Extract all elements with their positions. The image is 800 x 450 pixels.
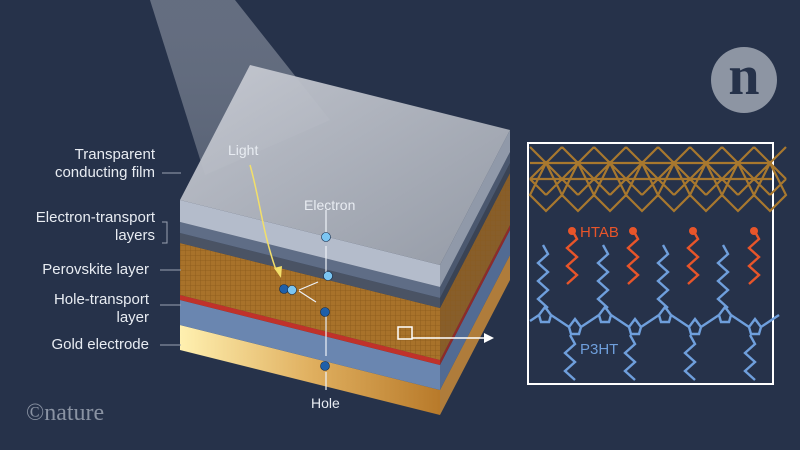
perovskite-grid-side bbox=[440, 173, 510, 360]
electron-transport-layer-2-front bbox=[180, 233, 440, 308]
p3ht-backbone bbox=[529, 305, 780, 336]
htab-head bbox=[750, 227, 758, 235]
p3ht-side-chain bbox=[656, 244, 670, 309]
interface-inset bbox=[527, 142, 788, 385]
label-line: layers bbox=[114, 227, 155, 244]
hole-particle bbox=[279, 284, 289, 294]
interface-layer-side bbox=[440, 225, 510, 365]
htab-head bbox=[568, 227, 576, 235]
light-arrowhead bbox=[274, 266, 282, 278]
transparent-film-top bbox=[180, 65, 510, 265]
electron-transport-layer-1-front bbox=[180, 222, 440, 298]
charge-carriers bbox=[249, 164, 333, 390]
hole-particle bbox=[320, 307, 330, 317]
nature-logo: n bbox=[711, 47, 777, 113]
hole-transport-layer-side bbox=[440, 230, 510, 390]
hole-transport-layer-front bbox=[180, 300, 440, 390]
electron-particle bbox=[287, 285, 297, 295]
interface-layer-front bbox=[180, 295, 440, 365]
htab-head bbox=[689, 227, 697, 235]
label-transparent-film: Transparent conducting film bbox=[55, 146, 155, 182]
htab-molecule bbox=[626, 229, 640, 285]
p3ht-side-chain bbox=[536, 244, 550, 309]
label-leader-lines bbox=[160, 172, 181, 346]
htab-head bbox=[629, 227, 637, 235]
electron-transport-layer-2-side bbox=[440, 163, 510, 308]
gold-electrode-layer-side bbox=[440, 255, 510, 415]
htab-molecule bbox=[565, 229, 579, 285]
label-line: Hole-transport bbox=[53, 291, 149, 308]
label-line: layer bbox=[116, 309, 149, 326]
electron-particle bbox=[321, 232, 331, 242]
gold-electrode-layer-front bbox=[180, 325, 440, 415]
label-line: conducting film bbox=[54, 164, 155, 181]
p3ht-side-chain bbox=[596, 244, 610, 309]
p3ht-side-chain bbox=[623, 334, 637, 381]
label-hole-transport: Hole-transport layer bbox=[54, 291, 149, 327]
p3ht-side-chain bbox=[683, 334, 697, 381]
label-gold-electrode: Gold electrode bbox=[51, 336, 149, 353]
tag-light: Light bbox=[228, 142, 259, 158]
electron-transport-layer-1-side bbox=[440, 152, 510, 298]
label-electron-transport: Electron-transport layers bbox=[36, 209, 155, 245]
htab-molecule bbox=[686, 229, 700, 285]
perovskite-grid-front bbox=[180, 243, 440, 360]
hole-particle bbox=[320, 361, 330, 371]
tag-electron: Electron bbox=[304, 197, 356, 213]
label-line: Transparent bbox=[74, 146, 155, 163]
label-line: Electron-transport bbox=[35, 209, 155, 226]
label-htab: HTAB bbox=[580, 224, 619, 241]
p3ht-side-chain bbox=[563, 334, 577, 381]
zoom-arrow-head bbox=[484, 333, 494, 343]
electron-particle bbox=[323, 271, 333, 281]
htab-molecule bbox=[747, 229, 761, 285]
transparent-film-edge-side bbox=[440, 130, 510, 287]
layer-stack bbox=[180, 65, 510, 415]
tag-hole: Hole bbox=[311, 395, 340, 411]
carrier-paths bbox=[298, 210, 327, 390]
label-p3ht: P3HT bbox=[580, 341, 619, 358]
label-perovskite: Perovskite layer bbox=[42, 261, 149, 278]
perovskite-lattice bbox=[528, 146, 788, 213]
transparent-film-edge-front bbox=[180, 200, 440, 287]
p3ht-side-chain bbox=[716, 244, 730, 309]
light-path bbox=[249, 164, 277, 271]
nature-copyright: ©nature bbox=[26, 400, 105, 426]
zoom-region-marker bbox=[397, 326, 413, 340]
p3ht-side-chain bbox=[743, 334, 757, 381]
